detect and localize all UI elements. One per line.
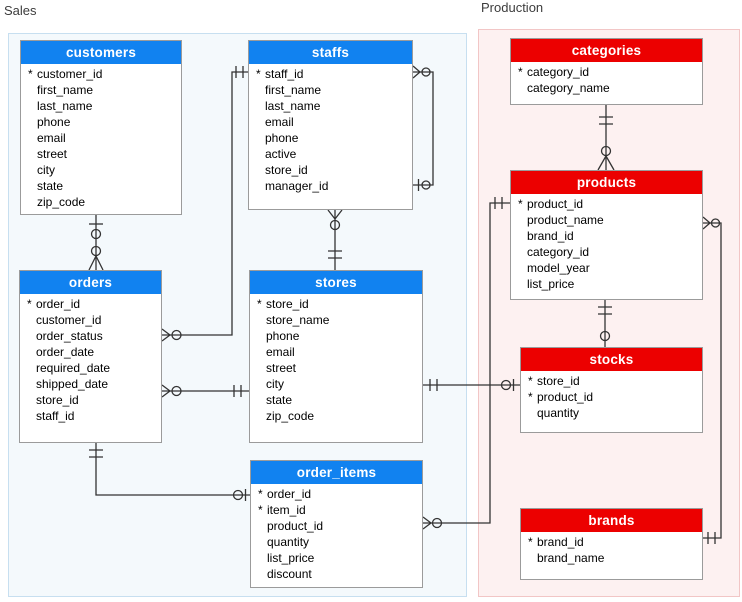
entity-categories[interactable]: categories *category_id category_name <box>510 38 703 105</box>
pk-marker: * <box>518 65 523 79</box>
pk-marker: * <box>256 67 261 81</box>
column-row: quantity <box>537 406 580 420</box>
entity-products[interactable]: products *product_id product_name brand_… <box>510 170 703 300</box>
column-row: email <box>265 115 294 129</box>
column-row: category_id <box>527 245 590 259</box>
entity-stocks-header[interactable]: stocks <box>521 348 702 371</box>
entity-brands-header[interactable]: brands <box>521 509 702 532</box>
pk-marker: * <box>258 487 263 501</box>
column-row: street <box>266 361 297 375</box>
column-row: *brand_id <box>528 535 584 549</box>
column-row: phone <box>265 131 299 145</box>
column-row: quantity <box>267 535 310 549</box>
column-row: store_name <box>266 313 330 327</box>
column-row: product_name <box>527 213 604 227</box>
column-row: phone <box>266 329 300 343</box>
column-row: last_name <box>37 99 93 113</box>
column-row: *order_id <box>27 297 81 311</box>
column-row: order_date <box>36 345 95 359</box>
column-row: email <box>266 345 295 359</box>
column-row: list_price <box>267 551 315 565</box>
column-row: model_year <box>527 261 590 275</box>
column-row: store_id <box>265 163 308 177</box>
column-row: *customer_id <box>28 67 103 81</box>
column-row: email <box>37 131 66 145</box>
column-row: zip_code <box>266 409 315 423</box>
column-row: category_name <box>527 81 610 95</box>
column-row: brand_name <box>537 551 605 565</box>
pk-marker: * <box>528 390 533 404</box>
column-row: state <box>266 393 293 407</box>
column-row: *store_id <box>528 374 580 388</box>
pk-marker: * <box>528 374 533 388</box>
pk-marker: * <box>27 297 32 311</box>
column-row: manager_id <box>265 179 329 193</box>
column-row: list_price <box>527 277 575 291</box>
column-row: discount <box>267 567 312 581</box>
entity-customers-header[interactable]: customers <box>21 41 181 64</box>
column-row: brand_id <box>527 229 574 243</box>
column-row: customer_id <box>36 313 102 327</box>
column-row: order_status <box>36 329 103 343</box>
entity-orders-header[interactable]: orders <box>20 271 161 294</box>
column-row: phone <box>37 115 71 129</box>
column-row: zip_code <box>37 195 86 209</box>
entity-stocks[interactable]: stocks *store_id *product_id quantity <box>520 347 703 433</box>
pk-marker: * <box>28 67 33 81</box>
column-row: *order_id <box>258 487 312 501</box>
column-row: first_name <box>37 83 94 97</box>
column-row: state <box>37 179 64 193</box>
entity-staffs-header[interactable]: staffs <box>249 41 412 64</box>
entity-brands[interactable]: brands *brand_id brand_name <box>520 508 703 580</box>
column-row: *item_id <box>258 503 306 517</box>
pk-marker: * <box>528 535 533 549</box>
column-row: shipped_date <box>36 377 109 391</box>
column-row: *store_id <box>257 297 309 311</box>
pk-marker: * <box>258 503 263 517</box>
column-row: *product_id <box>518 197 584 211</box>
entity-staffs[interactable]: staffs *staff_id first_name last_name em… <box>248 40 413 210</box>
column-row: last_name <box>265 99 321 113</box>
column-row: street <box>37 147 68 161</box>
entity-stores[interactable]: stores *store_id store_name phone email … <box>249 270 423 443</box>
entity-categories-header[interactable]: categories <box>511 39 702 62</box>
entity-products-header[interactable]: products <box>511 171 702 194</box>
column-row: active <box>265 147 297 161</box>
column-row: city <box>37 163 55 177</box>
column-row: *category_id <box>518 65 590 79</box>
group-production-label: Production <box>481 0 544 15</box>
group-sales-label: Sales <box>4 3 37 18</box>
column-row: city <box>266 377 284 391</box>
column-row: required_date <box>36 361 111 375</box>
entity-order-items-header[interactable]: order_items <box>251 461 422 484</box>
pk-marker: * <box>257 297 262 311</box>
column-row: staff_id <box>36 409 75 423</box>
entity-orders[interactable]: orders *order_id customer_id order_statu… <box>19 270 162 443</box>
column-row: *staff_id <box>256 67 304 81</box>
entity-customers[interactable]: customers *customer_id first_name last_n… <box>20 40 182 215</box>
column-row: first_name <box>265 83 322 97</box>
pk-marker: * <box>518 197 523 211</box>
entity-stores-header[interactable]: stores <box>250 271 422 294</box>
entity-order-items[interactable]: order_items *order_id *item_id product_i… <box>250 460 423 588</box>
column-row: store_id <box>36 393 79 407</box>
column-row: *product_id <box>528 390 594 404</box>
column-row: product_id <box>267 519 324 533</box>
